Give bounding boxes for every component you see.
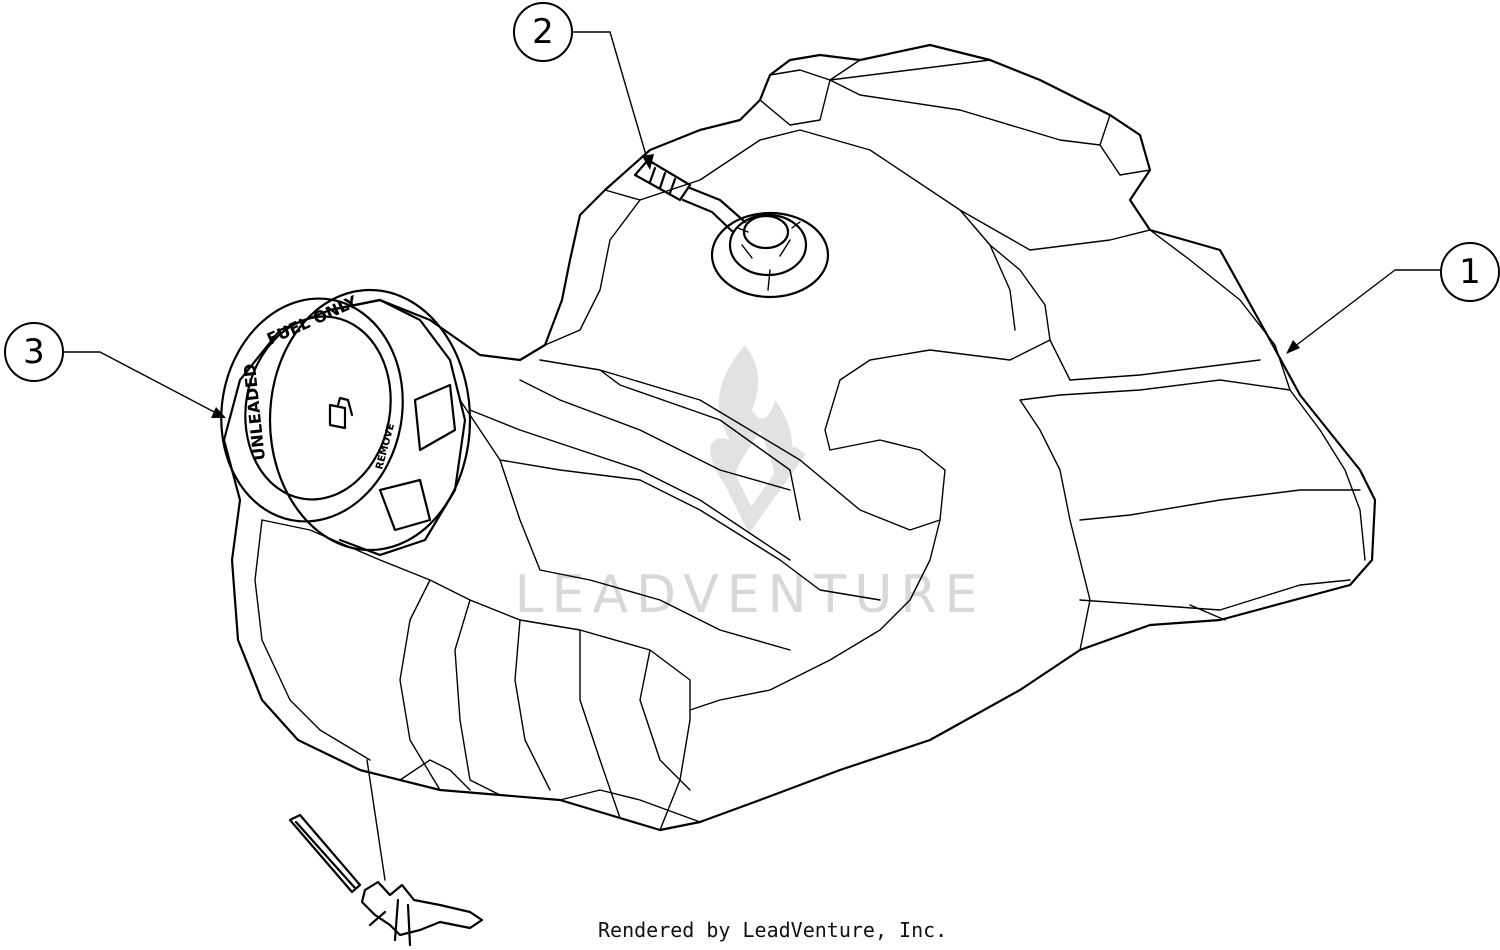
callout-2-arrowhead [642, 154, 654, 170]
clamp-leader [366, 759, 386, 881]
fuel-tank [222, 43, 1377, 832]
flame-icon [710, 345, 793, 500]
tank-outline [222, 43, 1377, 832]
render-credit: Rendered by LeadVenture, Inc. [598, 918, 948, 942]
watermark: LEADVENTURE [515, 345, 986, 625]
tank-upper-shelf [544, 129, 1291, 451]
callout-2-label: 2 [532, 12, 554, 52]
fuel-pump-icon [328, 396, 354, 430]
cap-outer [220, 297, 404, 523]
fitting-nipple [633, 158, 692, 202]
hose-clamp [288, 759, 484, 947]
fitting-notches [737, 221, 801, 291]
cap-text-side: UNLEADED [240, 363, 269, 462]
callout-1-circle [1440, 242, 1500, 302]
watermark-text: LEADVENTURE [515, 565, 986, 625]
clamp-spring [360, 880, 484, 947]
callout-3-label: 3 [23, 332, 45, 372]
callout-3: 3 [4, 322, 226, 418]
chevron-icon [711, 445, 806, 534]
callout-1-leader [1289, 269, 1441, 351]
fuel-line-fitting [633, 158, 830, 299]
fuel-cap: FUEL ONLY UNLEADED REMOVE [220, 288, 472, 557]
callout-2-leader [571, 31, 649, 163]
tank-ridges [459, 399, 881, 651]
clamp-rod [288, 813, 362, 894]
callout-3-circle [4, 322, 64, 382]
callout-1: 1 [1286, 242, 1500, 354]
fitting-hose [681, 186, 747, 234]
tank-rear-hump [759, 59, 1151, 176]
tank-channel [469, 359, 946, 561]
tank-underside [359, 759, 701, 823]
cap-neck [268, 288, 472, 552]
callout-1-arrowhead [1286, 340, 1300, 354]
cap-text-small: REMOVE [374, 422, 397, 471]
callout-3-leader [63, 351, 221, 416]
cap-inner [244, 315, 392, 501]
callout-1-label: 1 [1459, 252, 1481, 292]
fitting-top [742, 214, 790, 250]
callout-2: 2 [513, 2, 654, 170]
callout-3-arrowhead [211, 407, 226, 418]
cap-collar [328, 298, 467, 557]
tank-left-block [254, 519, 691, 831]
tank-right-block [689, 339, 1366, 711]
callout-2-circle [513, 2, 573, 62]
fitting-base [710, 211, 830, 299]
